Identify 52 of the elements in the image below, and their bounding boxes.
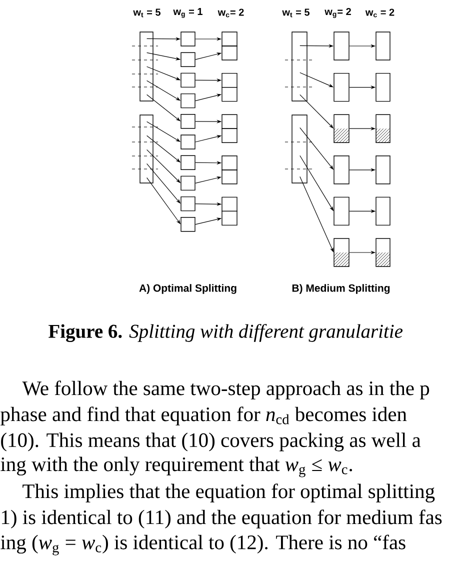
- box: [376, 196, 390, 226]
- small-box: [180, 114, 196, 129]
- text-line: This implies that the equation for optimal splitting: [22, 484, 435, 502]
- weight-label: w$_{t}$ = 5: [133, 8, 160, 18]
- box: [334, 114, 350, 143]
- panel-title: B) Medium Splitting: [292, 284, 390, 294]
- box: [334, 238, 350, 267]
- small-box: [180, 93, 196, 108]
- box: [376, 32, 390, 60]
- text-line: phase and find that equation for n$_{cd}$ becomes iden: [0, 406, 407, 426]
- half-box: [222, 72, 238, 88]
- small-box: [180, 217, 196, 232]
- weight-label: w$_{g}$= 2: [324, 8, 351, 18]
- small-box: [180, 176, 196, 191]
- text-line: ing with the only requirement that w$_{g}$ ≤ w$_{c}$.: [0, 456, 352, 478]
- small-box: [180, 134, 196, 150]
- box: [376, 72, 390, 102]
- box: [376, 238, 390, 267]
- half-box: [222, 86, 238, 102]
- box: [376, 114, 390, 143]
- tall-box: [140, 32, 154, 102]
- tall-box: [140, 114, 154, 184]
- half-box: [222, 156, 238, 170]
- tall-box: [292, 114, 308, 184]
- text-line: 1) is identical to (11) and the equation for medium fas: [2, 510, 442, 528]
- caption: Figure 6. Splitting with different granularitie: [48, 324, 403, 342]
- weight-label: w$_{c}$= 2: [218, 8, 244, 18]
- half-box: [222, 114, 238, 129]
- box: [334, 156, 350, 184]
- text-line: (10). This means that (10) covers packing as well a: [1, 432, 421, 452]
- small-box: [180, 52, 196, 67]
- box: [334, 196, 350, 226]
- small-box: [180, 72, 196, 88]
- tall-box: [292, 32, 308, 102]
- half-box: [222, 128, 238, 143]
- small-box: [180, 32, 196, 46]
- weight-label: w$_{c}$ = 2: [365, 8, 394, 18]
- box: [334, 72, 350, 102]
- half-box: [222, 46, 238, 60]
- weight-label: w$_{g}$ = 1: [173, 8, 202, 18]
- small-box: [180, 155, 196, 170]
- small-box: [180, 196, 196, 212]
- box: [334, 32, 350, 60]
- text-line: ing (w$_{g}$ = w$_{c}$) is identical to (12). There is no “fas: [0, 534, 406, 556]
- half-box: [222, 196, 238, 212]
- text-line: We follow the same two-step approach as in the p: [22, 380, 430, 400]
- panel-title: A) Optimal Splitting: [139, 284, 236, 294]
- weight-label: w$_{t}$ = 5: [282, 8, 310, 18]
- half-box: [222, 32, 238, 46]
- half-box: [222, 170, 238, 184]
- half-box: [222, 210, 238, 226]
- box: [376, 156, 390, 184]
